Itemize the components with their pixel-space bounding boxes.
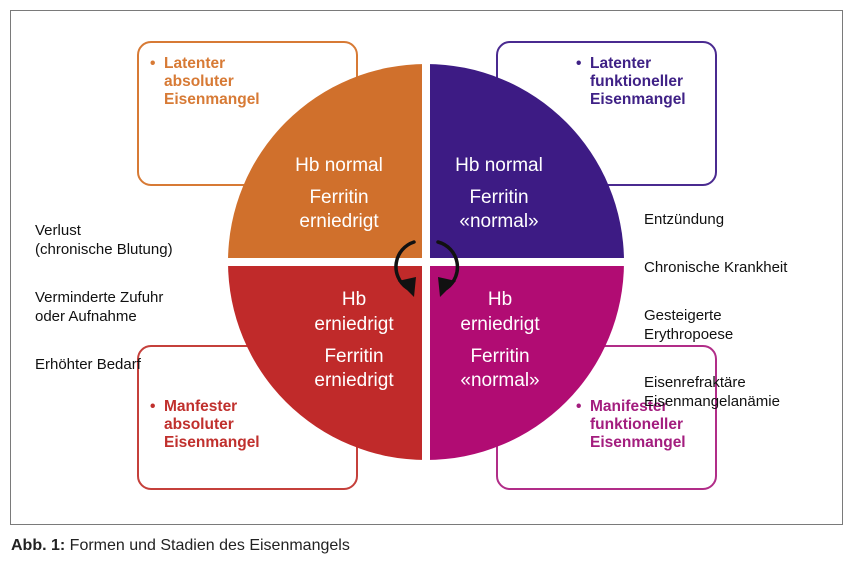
cycle-arrow-left-head	[398, 277, 416, 297]
quadrant-gap-horizontal	[224, 258, 628, 266]
q-tl-line-3: Ferritin	[309, 187, 368, 208]
box-latent-absolute-title: Latenter absoluter Eisenmangel	[150, 55, 260, 109]
functional-causes-list: Entzündung Chronische Krankheit Gesteige…	[644, 191, 787, 440]
quadrant-latent-absolute	[228, 64, 426, 262]
q-bl-line-3: Ferritin	[324, 346, 383, 367]
cause-increased-demand: Erhöhter Bedarf	[35, 356, 141, 373]
cause-inflammation: Entzündung	[644, 211, 725, 228]
q-tr-line-4: «normal»	[459, 211, 538, 232]
q-tr-line-1: Hb normal	[455, 155, 543, 176]
quadrant-latent-functional	[426, 64, 624, 262]
quadrant-manifest-absolute	[228, 262, 426, 460]
q-tr-line-3: Ferritin	[469, 187, 528, 208]
box-manifest-absolute-title: Manfester absoluter Eisenmangel	[150, 398, 260, 452]
box-latent-absolute: Latenter absoluter Eisenmangel	[137, 41, 358, 186]
quadrant-manifest-functional-text: Hb erniedrigt Ferritin «normal»	[460, 289, 540, 391]
cause-erythropoiesis: Gesteigerte Erythropoese	[644, 307, 734, 343]
q-bl-line-4: erniedrigt	[314, 370, 394, 391]
quadrant-latent-absolute-text: Hb normal Ferritin erniedrigt	[295, 155, 383, 232]
caption-text: Formen und Stadien des Eisenmangels	[65, 537, 350, 554]
q-bl-line-2: erniedrigt	[314, 314, 394, 335]
box-latent-functional-title: Latenter funktioneller Eisenmangel	[576, 55, 686, 109]
absolute-causes-list: Verlust (chronische Blutung) Verminderte…	[35, 202, 173, 403]
cause-chronic-disease: Chronische Krankheit	[644, 259, 788, 276]
cycle-arrow-right-head	[438, 277, 456, 297]
cause-iron-refractory-anemia: Eisenrefraktäre Eisenmangelanämie	[644, 374, 780, 410]
cause-blood-loss: Verlust (chronische Blutung)	[35, 222, 173, 258]
quadrant-manifest-functional	[426, 262, 624, 460]
q-br-line-4: «normal»	[460, 370, 539, 391]
q-br-line-3: Ferritin	[470, 346, 529, 367]
q-tl-line-1: Hb normal	[295, 155, 383, 176]
cause-reduced-intake: Verminderte Zufuhr oder Aufnahme	[35, 289, 164, 325]
q-tl-line-4: erniedrigt	[299, 211, 379, 232]
caption-label: Abb. 1:	[11, 537, 66, 554]
box-manifest-functional-title: Manifester funktioneller Eisenmangel	[576, 398, 686, 452]
quadrant-latent-functional-text: Hb normal Ferritin «normal»	[455, 155, 543, 232]
q-bl-line-1: Hb	[342, 289, 366, 310]
quadrant-manifest-absolute-text: Hb erniedrigt Ferritin erniedrigt	[314, 289, 394, 391]
q-br-line-1: Hb	[488, 289, 512, 310]
q-br-line-2: erniedrigt	[460, 314, 540, 335]
figure-caption: Abb. 1: Formen und Stadien des Eisenmang…	[11, 537, 350, 555]
